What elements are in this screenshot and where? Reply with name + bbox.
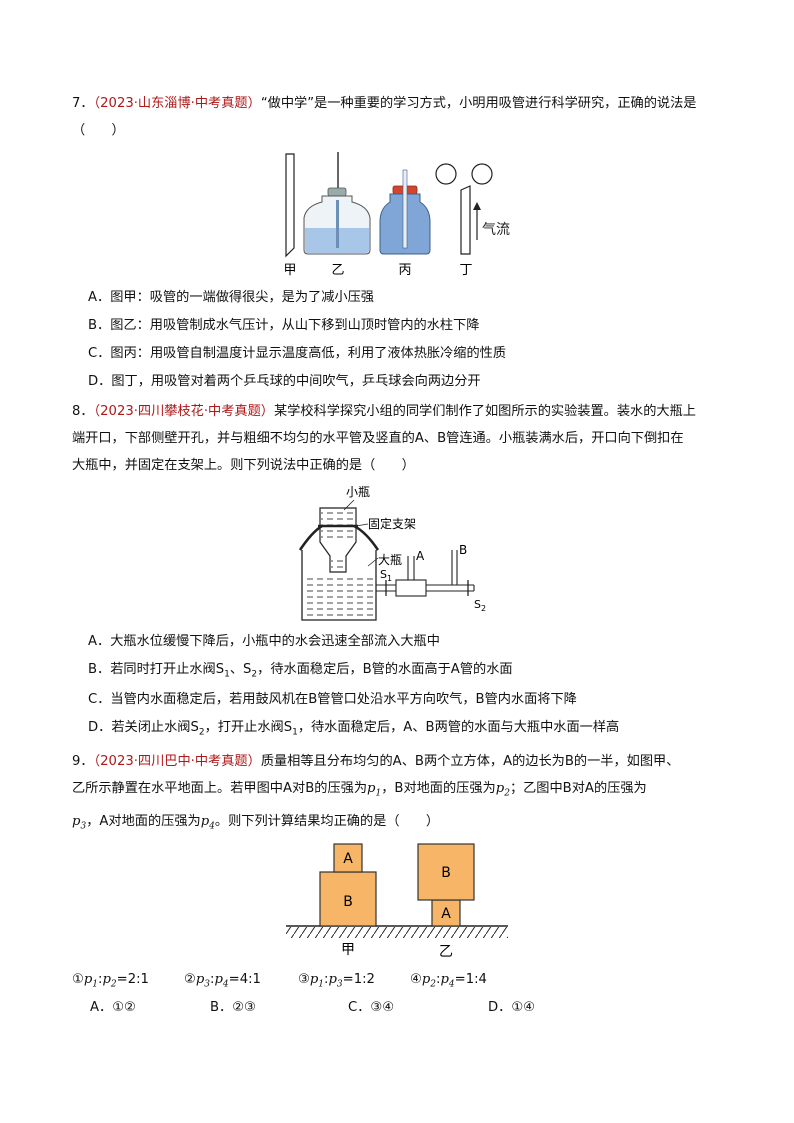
label-big-bottle: 大瓶: [378, 553, 402, 567]
label-small-bottle: 小瓶: [346, 485, 370, 499]
fixed-stand: [298, 524, 380, 551]
q7-stem-text: “做中学”是一种重要的学习方式，小明用吸管进行科学研究，正确的说法是: [260, 96, 697, 111]
q8-figure: 小瓶 固定支架 大瓶 A B S1 S2: [298, 485, 486, 621]
label-jia-9: 甲: [341, 942, 355, 958]
q7-source: （2023·山东淄博·中考真题）: [93, 96, 261, 111]
q8-stem: 8．（2023·四川攀枝花·中考真题）某学校科学探究小组的同学们制作了如图所示的…: [72, 398, 732, 479]
q9-choice-d: D．①④: [488, 1000, 535, 1015]
tube-a: [407, 556, 415, 580]
q9-choice-a: A．①②: [90, 1000, 136, 1015]
jia-label-b: B: [343, 894, 353, 910]
q9-choice-b: B．②③: [210, 1000, 256, 1015]
straw-jia: [285, 153, 295, 258]
q8-option-c: C．当管内水面稳定后，若用鼓风机在B管管口处沿水平方向吹气，B管内水面将下降: [88, 692, 577, 707]
q9-statement-2: ②p3:p4=4:1: [184, 972, 261, 990]
thermometer-bottle: [379, 169, 431, 255]
jia-cube-a: [333, 843, 363, 873]
q8-stem-line3: 大瓶中，并固定在支架上。则下列说法中正确的是（ ）: [72, 458, 415, 473]
label-jia: 甲: [283, 263, 296, 278]
label-ding: 丁: [459, 263, 472, 278]
q7-blank: （ ）: [72, 123, 125, 138]
yi-label-b: B: [441, 865, 451, 881]
q8-option-d: D．若关闭止水阀S2，打开止水阀S1，待水面稳定后，A、B两管的水面与大瓶中水面…: [88, 720, 620, 738]
q7-option-d: D．图丁，用吸管对着两个乒乓球的中间吹气，乒乓球会向两边分开: [88, 374, 481, 389]
q8-option-b: B．若同时打开止水阀S1、S2，待水面稳定后，B管的水面高于A管的水面: [88, 662, 513, 680]
q8-number: 8．: [72, 404, 94, 419]
q9-source: （2023·四川巴中·中考真题）: [93, 754, 261, 769]
label-tube-a: A: [416, 549, 425, 563]
airflow-label: 气流: [482, 222, 510, 238]
q7-option-c: C．图丙：用吸管自制温度计显示温度高低，利用了液体热胀冷缩的性质: [88, 346, 507, 361]
yi-label-a: A: [441, 906, 451, 922]
pingpong-setup: 气流: [435, 163, 510, 255]
q9-statement-1: ①p1:p2=2:1: [72, 972, 149, 990]
ground-hatch: [286, 927, 508, 938]
jia-cube-b: [319, 871, 377, 927]
q9-line1: 质量相等且分布均匀的A、B两个立方体，A的边长为B的一半，如图甲、: [260, 754, 680, 769]
barometer-bottle: [303, 152, 371, 255]
q9-number: 9．: [72, 754, 94, 769]
q8-stem-line1: 某学校科学探究小组的同学们制作了如图所示的实验装置。装水的大瓶上: [274, 404, 696, 419]
q9-stem: 9．（2023·四川巴中·中考真题）质量相等且分布均匀的A、B两个立方体，A的边…: [72, 748, 732, 840]
q9-figure: A B B A 甲 乙: [286, 843, 508, 960]
label-stand: 固定支架: [368, 516, 416, 531]
tube-b: [451, 550, 458, 585]
q8-stem-line2: 端开口，下部侧壁开孔，并与粗细不均匀的水平管及竖直的A、B管连通。小瓶装满水后，…: [72, 431, 684, 446]
q9-statement-4: ④p2:p4=1:4: [410, 972, 487, 990]
q7-stem: 7．（2023·山东淄博·中考真题）“做中学”是一种重要的学习方式，小明用吸管进…: [72, 90, 724, 144]
label-bing: 丙: [398, 263, 411, 278]
small-bottle: [319, 507, 357, 573]
label-tube-b: B: [459, 543, 467, 557]
q9-choice-c: C．③④: [348, 1000, 395, 1015]
q9-line3: p3，A对地面的压强为p4。则下列计算结果均正确的是（ ）: [72, 813, 440, 832]
q7-option-b: B．图乙：用吸管制成水气压计，从山下移到山顶时管内的水柱下降: [88, 318, 480, 333]
horizontal-pipes: [376, 579, 475, 597]
label-s2: S2: [474, 598, 486, 613]
label-yi-9: 乙: [439, 944, 453, 960]
q8-source: （2023·四川攀枝花·中考真题）: [93, 404, 274, 419]
q7-number: 7．: [72, 96, 94, 111]
q8-option-a: A．大瓶水位缓慢下降后，小瓶中的水会迅速全部流入大瓶中: [88, 634, 440, 649]
yi-cube-b: [417, 843, 475, 901]
jia-label-a: A: [343, 851, 353, 867]
q7-figure: 气流 甲 乙 丙 丁: [283, 152, 510, 278]
q9-line2: 乙所示静置在水平地面上。若甲图中A对B的压强为p1，B对地面的压强为p2；乙图中…: [72, 781, 647, 799]
label-yi: 乙: [331, 263, 344, 278]
q9-statement-3: ③p1:p3=1:2: [298, 972, 375, 990]
label-s1: S1: [380, 568, 392, 583]
q7-option-a: A．图甲：吸管的一端做得很尖，是为了减小压强: [88, 290, 374, 305]
